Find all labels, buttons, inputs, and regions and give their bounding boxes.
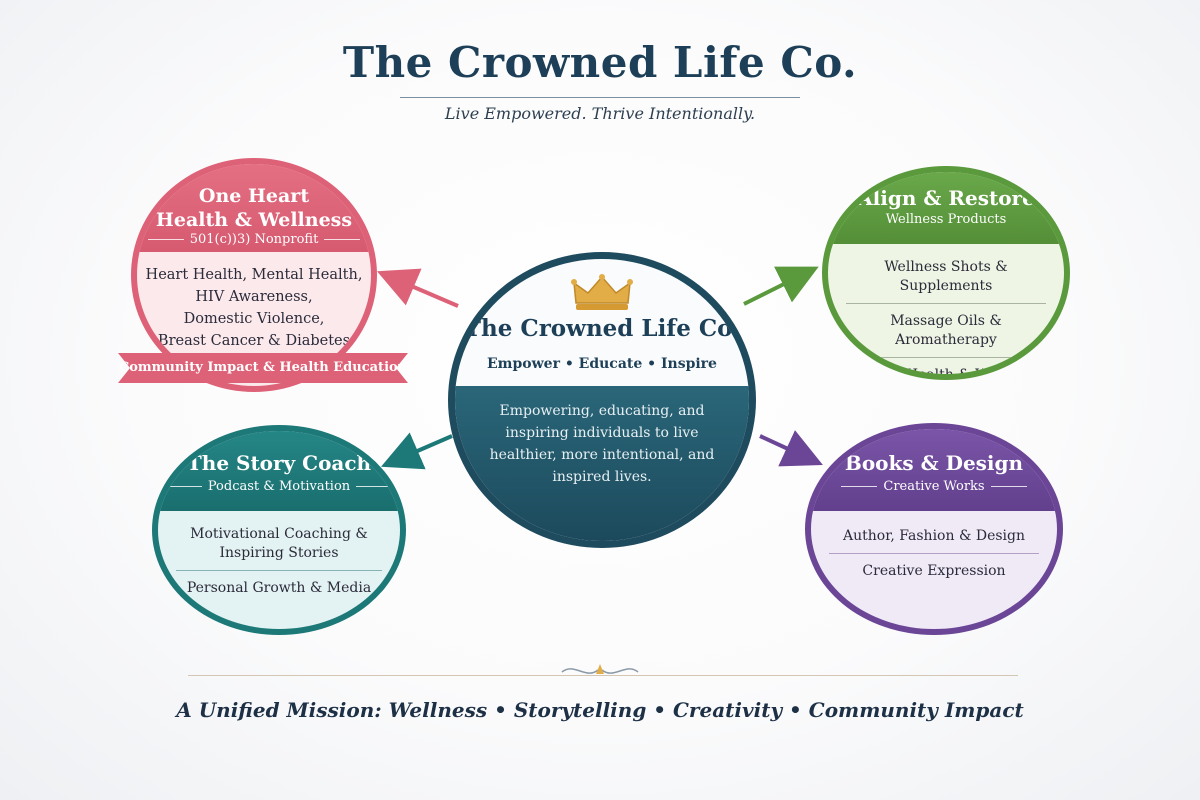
align-restore-circle: Align & Restore Wellness Products Wellne…: [822, 166, 1070, 380]
list-item: Motivational Coaching & Inspiring Storie…: [190, 526, 368, 561]
list-item: Heart Health, Mental Health,: [145, 267, 363, 283]
one-heart-title-line2: Health & Wellness: [155, 209, 353, 231]
header: The Crowned Life Co. Live Empowered. Thr…: [0, 38, 1200, 123]
books-design-subtitle: Creative Works: [883, 479, 985, 494]
list-item: Breast Cancer & Diabetes: [157, 333, 351, 349]
list-item: Creative Expression: [829, 553, 1039, 588]
community-impact-ribbon: Community Impact & Health Education: [118, 353, 408, 383]
books-design-list: Author, Fashion & Design Creative Expres…: [829, 519, 1039, 588]
flourish-ornament-icon: [561, 664, 639, 674]
books-design-header: Books & Design Creative Works: [811, 429, 1057, 511]
list-item: Wellness Shots & Supplements: [884, 259, 1008, 294]
one-heart-list: Heart Health, Mental Health, HIV Awarene…: [137, 264, 371, 352]
one-heart-circle: One Heart Health & Wellness 501(c))3) No…: [131, 158, 377, 392]
story-coach-subtitle: Podcast & Motivation: [207, 479, 351, 494]
list-item: Domestic Violence,: [183, 311, 325, 327]
list-item: Author, Fashion & Design: [843, 528, 1025, 544]
align-restore-list: Wellness Shots & Supplements Massage Oil…: [846, 250, 1046, 374]
one-heart-header: One Heart Health & Wellness 501(c))3) No…: [137, 164, 371, 252]
align-restore-subtitle: Wellness Products: [885, 212, 1007, 227]
arrow-to-one-heart: [376, 268, 459, 308]
story-coach-circle: The Story Coach Podcast & Motivation Mot…: [152, 425, 406, 635]
ribbon-label: Community Impact & Health Education: [118, 360, 408, 375]
story-coach-title: The Story Coach: [186, 451, 372, 475]
story-coach-list: Motivational Coaching & Inspiring Storie…: [176, 517, 382, 605]
title-divider: [400, 97, 800, 98]
center-title: The Crowned Life Co.: [463, 315, 741, 342]
align-restore-header: Align & Restore Wellness Products: [828, 172, 1064, 244]
books-design-circle: Books & Design Creative Works Author, Fa…: [805, 423, 1063, 635]
mission-statement: A Unified Mission: Wellness • Storytelli…: [176, 698, 1024, 722]
page-title: The Crowned Life Co.: [342, 38, 858, 87]
books-design-title: Books & Design: [844, 451, 1024, 475]
list-item: HIV Awareness,: [195, 289, 313, 305]
arrow-to-align-restore: [743, 266, 819, 306]
ribbon-shape: [118, 353, 408, 383]
center-motto: Empower • Educate • Inspire: [487, 356, 717, 372]
tagline: Live Empowered. Thrive Intentionally.: [444, 104, 756, 123]
center-description-panel: Empowering, educating, and inspiring ind…: [455, 386, 749, 541]
crown-icon: [571, 274, 633, 310]
story-coach-header: The Story Coach Podcast & Motivation: [158, 431, 400, 511]
list-item: Holistic Health & Wellbeing: [846, 357, 1046, 374]
list-item: Massage Oils & Aromatherapy: [846, 303, 1046, 357]
one-heart-title-line1: One Heart: [198, 185, 310, 207]
one-heart-subtitle: 501(c))3) Nonprofit: [189, 232, 319, 247]
arrow-to-story-coach: [380, 432, 453, 470]
footer-divider: [188, 675, 1018, 676]
center-header: The Crowned Life Co. Empower • Educate •…: [455, 259, 749, 389]
center-description: Empowering, educating, and inspiring ind…: [489, 403, 715, 485]
align-restore-title: Align & Restore: [857, 186, 1035, 210]
list-item: Personal Growth & Media: [176, 570, 382, 605]
center-circle: The Crowned Life Co. Empower • Educate •…: [448, 252, 756, 548]
arrow-to-books-design: [759, 430, 823, 467]
